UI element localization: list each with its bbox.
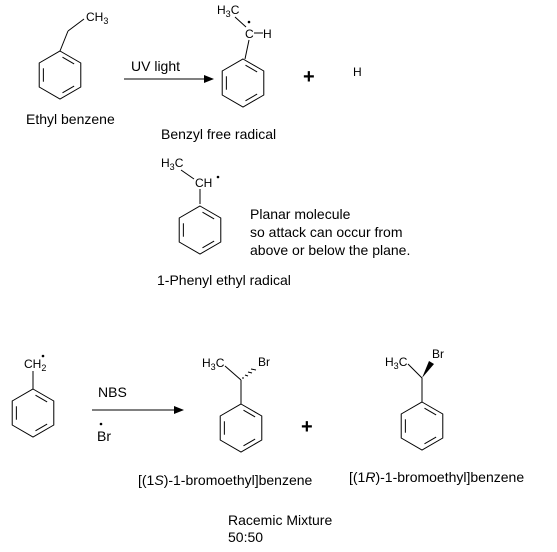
h3c-label: H3C <box>217 3 240 19</box>
ch-radical-label: CH <box>195 176 212 190</box>
ring-outline <box>400 401 444 451</box>
ring-double-bond <box>62 85 75 94</box>
ring-double-bond <box>243 409 256 418</box>
benzene-ring <box>178 205 222 255</box>
radical-carbon: C <box>245 27 254 41</box>
ring-double-bond <box>245 93 258 102</box>
note-line: above or below the plane. <box>250 242 410 258</box>
benzene-ring <box>221 58 265 108</box>
ring-double-bond <box>202 211 215 220</box>
radical-dot <box>99 422 103 426</box>
ring-outline <box>11 388 55 438</box>
plus-sign-1: + <box>303 66 315 88</box>
ring-outline <box>178 205 222 255</box>
phenylethyl-radical-structure: H3C CH <box>161 156 222 255</box>
h3c-label: H3C <box>161 156 184 172</box>
ch2-label: CH2 <box>24 357 46 373</box>
phenylethyl-radical-label: 1-Phenyl ethyl radical <box>157 272 291 288</box>
bond <box>244 39 250 60</box>
methyl-label: CH3 <box>86 10 108 26</box>
h3c-label: H3C <box>385 355 408 371</box>
ring-double-bond <box>424 407 437 416</box>
s-bromoethylbenzene-structure: H3C Br <box>202 355 270 453</box>
bond <box>224 365 242 381</box>
ring-double-bond <box>35 423 48 432</box>
ring-double-bond <box>243 438 256 447</box>
hydrogen-atom: H <box>353 65 362 79</box>
racemic-mixture-label: Racemic Mixture <box>228 512 332 528</box>
benzene-ring <box>400 401 444 451</box>
benzene-ring <box>11 388 55 438</box>
nbs-reagent: NBS <box>98 384 127 400</box>
benzyl-ch2-radical-structure: CH2 <box>11 354 55 438</box>
h3c-label: H3C <box>202 356 225 372</box>
radical-dot <box>41 354 45 358</box>
ring-double-bond <box>424 436 437 445</box>
benzyl-radical-label: Benzyl free radical <box>161 126 276 142</box>
s-product-name: [(1S)-1-bromoethyl]benzene <box>138 472 313 488</box>
benzene-ring <box>38 50 82 100</box>
note-line: Planar molecule <box>250 206 351 222</box>
radical-dot <box>247 20 251 24</box>
bromine-radical-reagent: Br <box>97 428 111 444</box>
r-bromoethylbenzene-structure: H3C Br <box>385 347 444 451</box>
bond <box>180 169 195 180</box>
bond <box>67 18 85 32</box>
ethylbenzene-structure: CH3 <box>38 10 108 100</box>
ratio-label: 50:50 <box>228 529 263 545</box>
benzene-ring <box>219 403 263 453</box>
ethylbenzene-label: Ethyl benzene <box>26 111 115 127</box>
uv-light-condition: UV light <box>131 58 180 74</box>
radical-dot <box>216 175 220 179</box>
bond <box>407 363 423 379</box>
benzyl-radical-structure: H3C C H <box>217 3 272 108</box>
ring-double-bond <box>35 394 48 403</box>
ring-double-bond <box>62 56 75 65</box>
solid-wedge-bond <box>422 361 434 378</box>
r-product-name: [(1R)-1-bromoethyl]benzene <box>349 469 524 485</box>
ring-outline <box>38 50 82 100</box>
planar-note: Planar molecule so attack can occur from… <box>250 206 410 258</box>
bromine-label: Br <box>432 347 444 361</box>
ring-outline <box>219 403 263 453</box>
note-line: so attack can occur from <box>250 224 403 240</box>
hashed-wedge-bond <box>242 368 257 379</box>
bromine-label: Br <box>258 355 270 369</box>
hydrogen-label: H <box>263 27 272 41</box>
bond <box>234 16 247 28</box>
ring-double-bond <box>202 240 215 249</box>
bond <box>59 30 69 52</box>
ring-double-bond <box>245 64 258 73</box>
plus-sign-2: + <box>301 416 313 438</box>
ring-outline <box>221 58 265 108</box>
